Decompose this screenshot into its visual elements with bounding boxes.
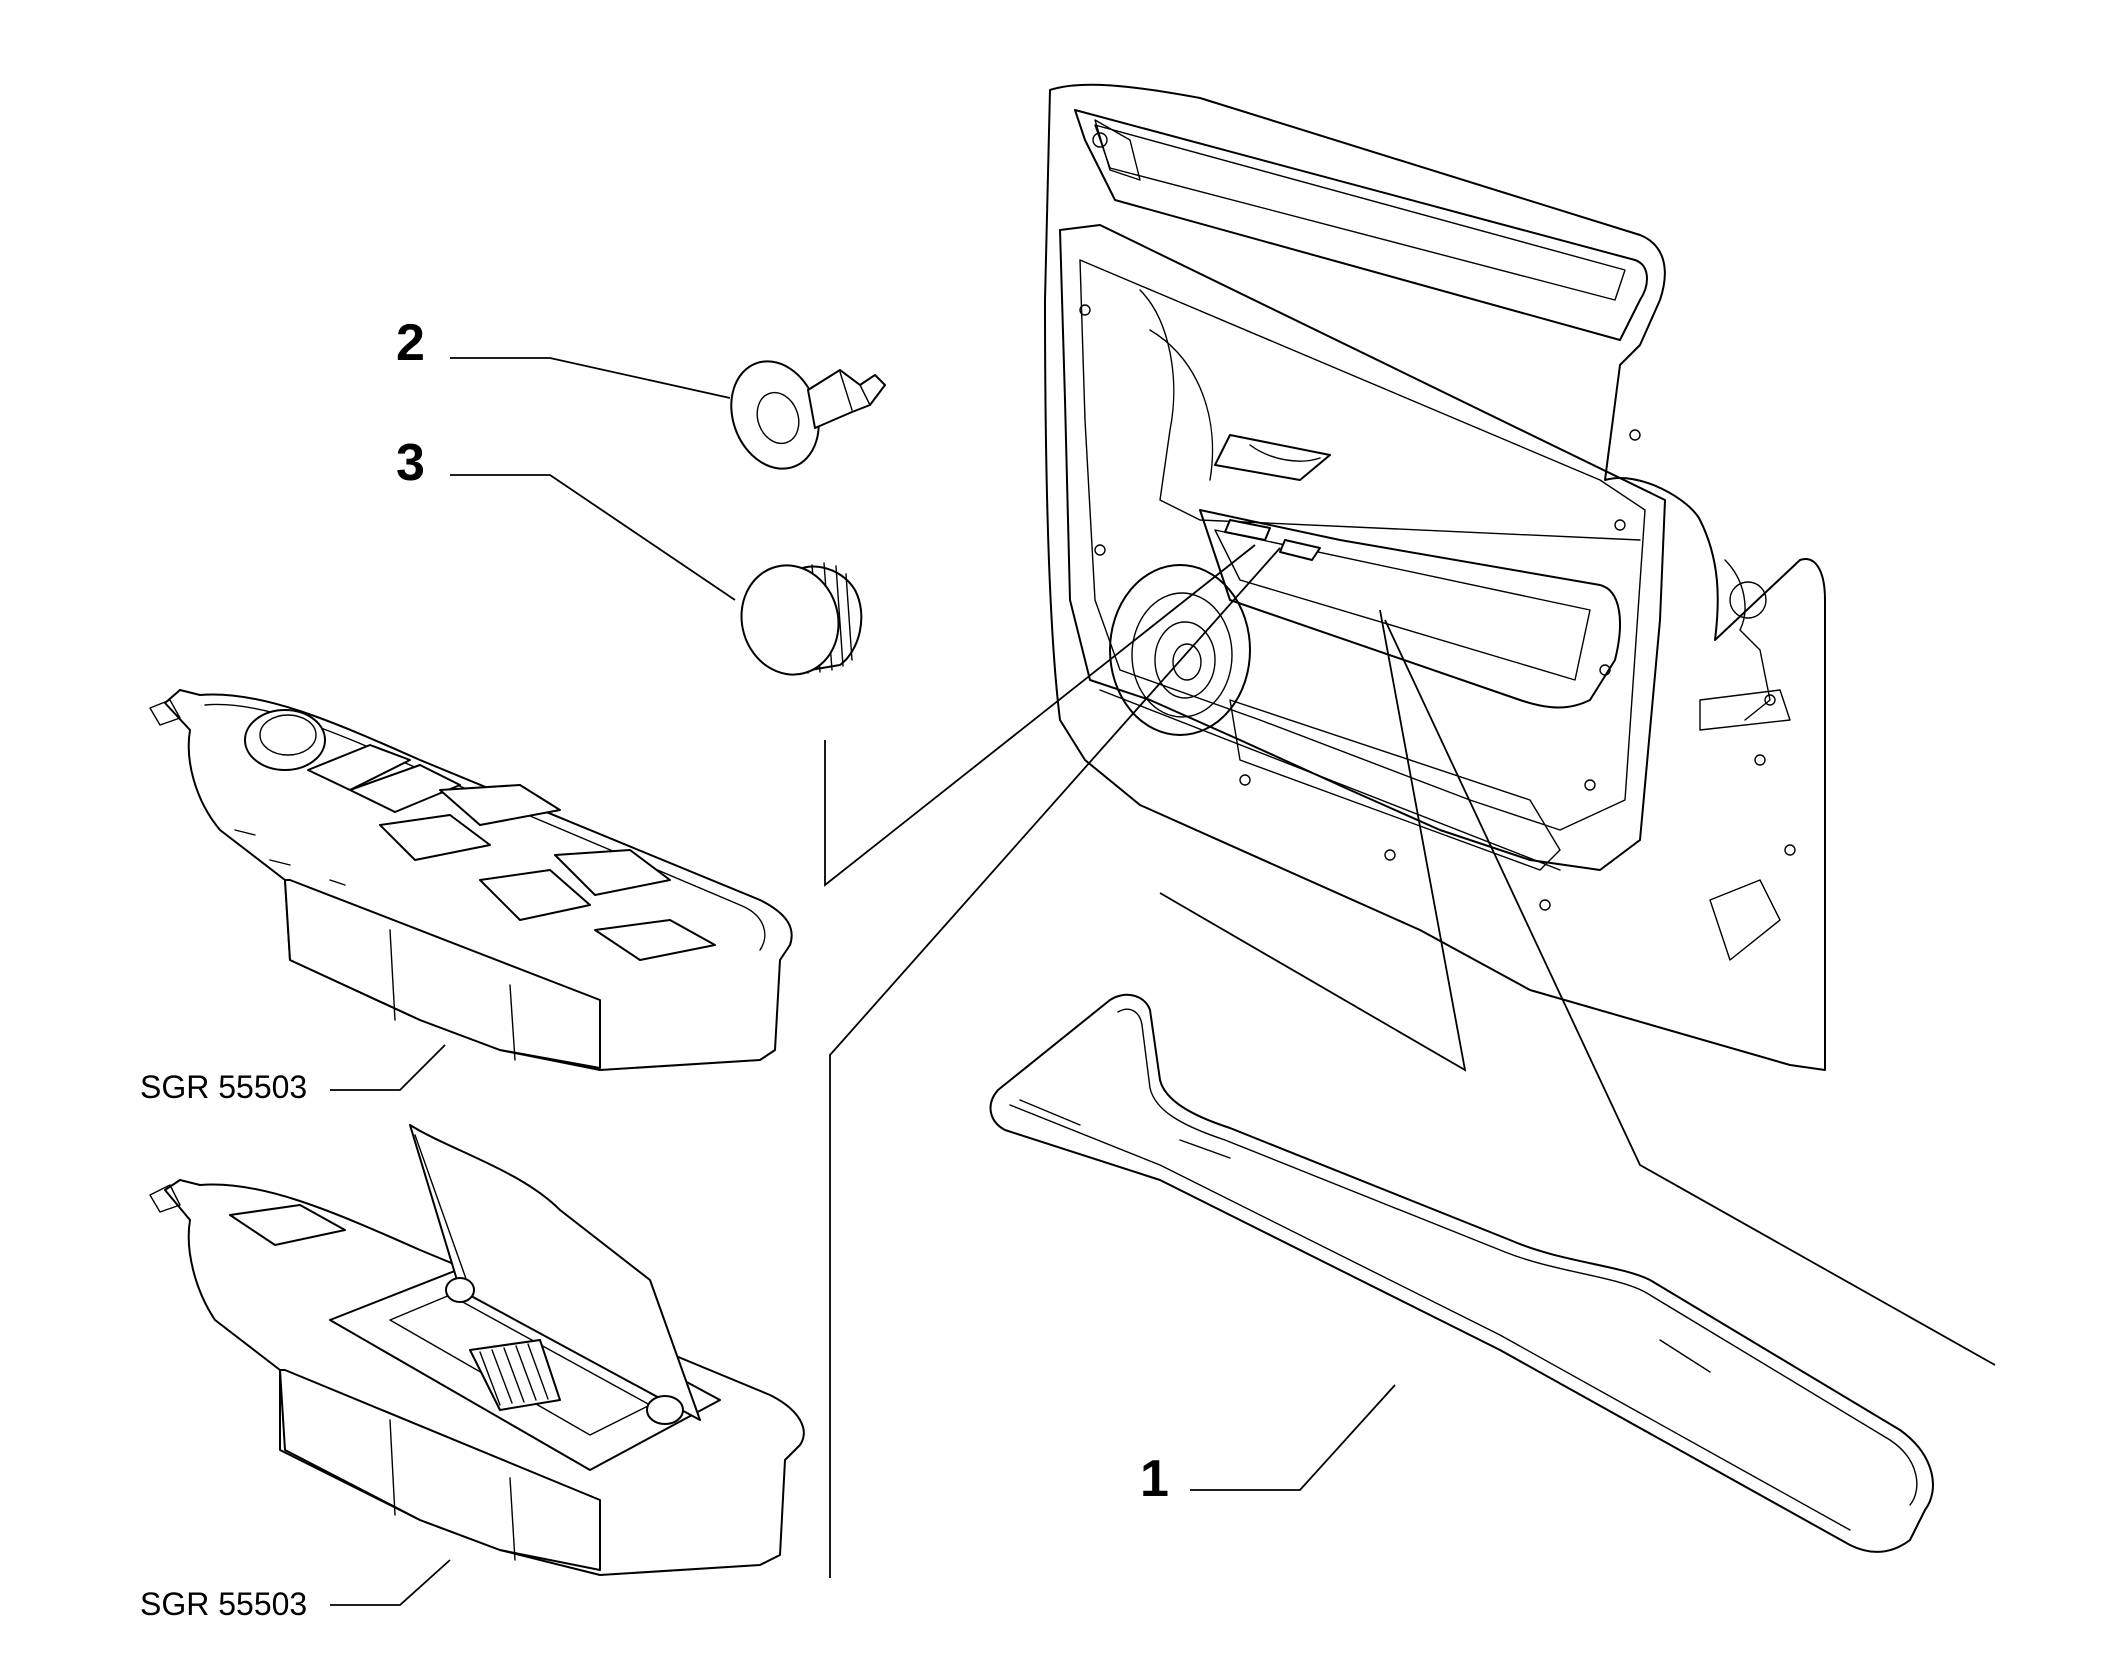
leader-lines [330,357,1996,1606]
part-1-armrest-trim-drawing [989,993,1934,1553]
window-switch-panel-drawing-lower [149,1124,805,1576]
part-3-plug-cap-drawing [740,562,863,676]
callout-1-label: 1 [1140,1450,1169,1508]
part-code-upper: SGR 55503 [140,1069,307,1105]
door-inner-panel-drawing [1044,83,1826,1071]
part-code-lower: SGR 55503 [140,1586,307,1622]
window-switch-panel-drawing-upper [149,689,793,1071]
part-2-retaining-clip-drawing [730,360,886,470]
callout-3-label: 3 [396,434,425,492]
callout-2-label: 2 [396,314,425,372]
